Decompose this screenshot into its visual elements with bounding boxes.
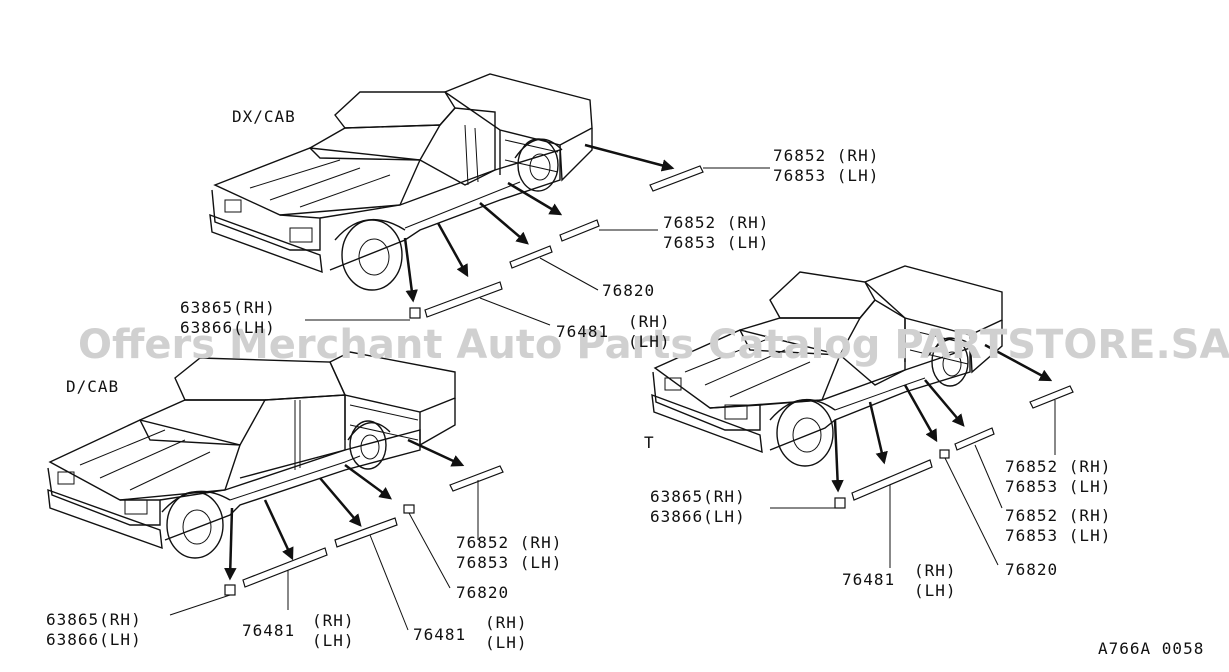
t-mid: 76820 bbox=[1005, 560, 1058, 579]
dx-mid-molding bbox=[509, 245, 553, 269]
dcab-rear-molding bbox=[449, 465, 504, 492]
dx-corner-rh: 63865(RH) bbox=[180, 298, 276, 317]
t-corner-lh: 63866(LH) bbox=[650, 507, 746, 526]
dx-front-lh: 76853 (LH) bbox=[663, 233, 769, 252]
watermark: Offers Merchant Auto Parts Catalog PARTS… bbox=[78, 322, 1229, 368]
dx-mid: 76820 bbox=[602, 281, 655, 300]
variant-label-dx-cab: DX/CAB bbox=[232, 107, 296, 126]
dcab-sill1-code: 76481 bbox=[242, 621, 295, 640]
dx-sill-code: 76481 bbox=[556, 322, 609, 341]
t-front-rh: 76852 (RH) bbox=[1005, 506, 1111, 525]
t-parts bbox=[770, 343, 1074, 568]
dx-rear-molding bbox=[649, 165, 704, 192]
dcab-sill2-code: 76481 bbox=[413, 625, 466, 644]
dx-front-rh: 76852 (RH) bbox=[663, 213, 769, 232]
dx-sill-molding bbox=[424, 281, 503, 318]
t-sill-molding bbox=[851, 459, 933, 501]
dx-corner-lh: 63866(LH) bbox=[180, 318, 276, 337]
t-sill-rh: (RH) bbox=[914, 561, 957, 580]
t-front-molding bbox=[954, 427, 995, 451]
dx-sill-rh: (RH) bbox=[628, 312, 671, 331]
dcab-corner-lh: 63866(LH) bbox=[46, 630, 142, 649]
t-sill-lh: (LH) bbox=[914, 581, 957, 600]
dcab-sill1-molding bbox=[242, 547, 328, 588]
variant-label-t: T bbox=[644, 433, 655, 452]
dx-corner-molding bbox=[409, 307, 421, 319]
t-rear-molding bbox=[1029, 385, 1074, 409]
dcab-corner-rh: 63865(RH) bbox=[46, 610, 142, 629]
dcab-sill1-lh: (LH) bbox=[312, 631, 355, 650]
dx-parts bbox=[305, 143, 770, 326]
truck-dx-cab bbox=[209, 73, 593, 291]
dcab-corner-molding bbox=[224, 584, 236, 596]
t-sill-code: 76481 bbox=[842, 570, 895, 589]
dcab-rear-lh: 76853 (LH) bbox=[456, 553, 562, 572]
dcab-sill1-rh: (RH) bbox=[312, 611, 355, 630]
dx-sill-lh: (LH) bbox=[628, 332, 671, 351]
t-front-lh: 76853 (LH) bbox=[1005, 526, 1111, 545]
dcab-mid: 76820 bbox=[456, 583, 509, 602]
dx-front-molding bbox=[559, 219, 600, 242]
dcab-rear-rh: 76852 (RH) bbox=[456, 533, 562, 552]
t-corner-molding bbox=[834, 497, 846, 509]
t-rear-rh: 76852 (RH) bbox=[1005, 457, 1111, 476]
t-corner-rh: 63865(RH) bbox=[650, 487, 746, 506]
dcab-sill2-rh: (RH) bbox=[485, 613, 528, 632]
t-mid-molding bbox=[939, 449, 950, 459]
dcab-mid-molding bbox=[403, 504, 415, 514]
truck-d-cab bbox=[47, 351, 456, 559]
t-rear-lh: 76853 (LH) bbox=[1005, 477, 1111, 496]
dx-rear-lh: 76853 (LH) bbox=[773, 166, 879, 185]
dcab-sill2-lh: (LH) bbox=[485, 633, 528, 652]
truck-t bbox=[651, 265, 1003, 467]
dcab-sill2-molding bbox=[334, 517, 398, 548]
variant-label-d-cab: D/CAB bbox=[66, 377, 119, 396]
dx-rear-rh: 76852 (RH) bbox=[773, 146, 879, 165]
drawing-code: A766A 0058 bbox=[1098, 639, 1204, 658]
dcab-parts bbox=[169, 438, 504, 631]
